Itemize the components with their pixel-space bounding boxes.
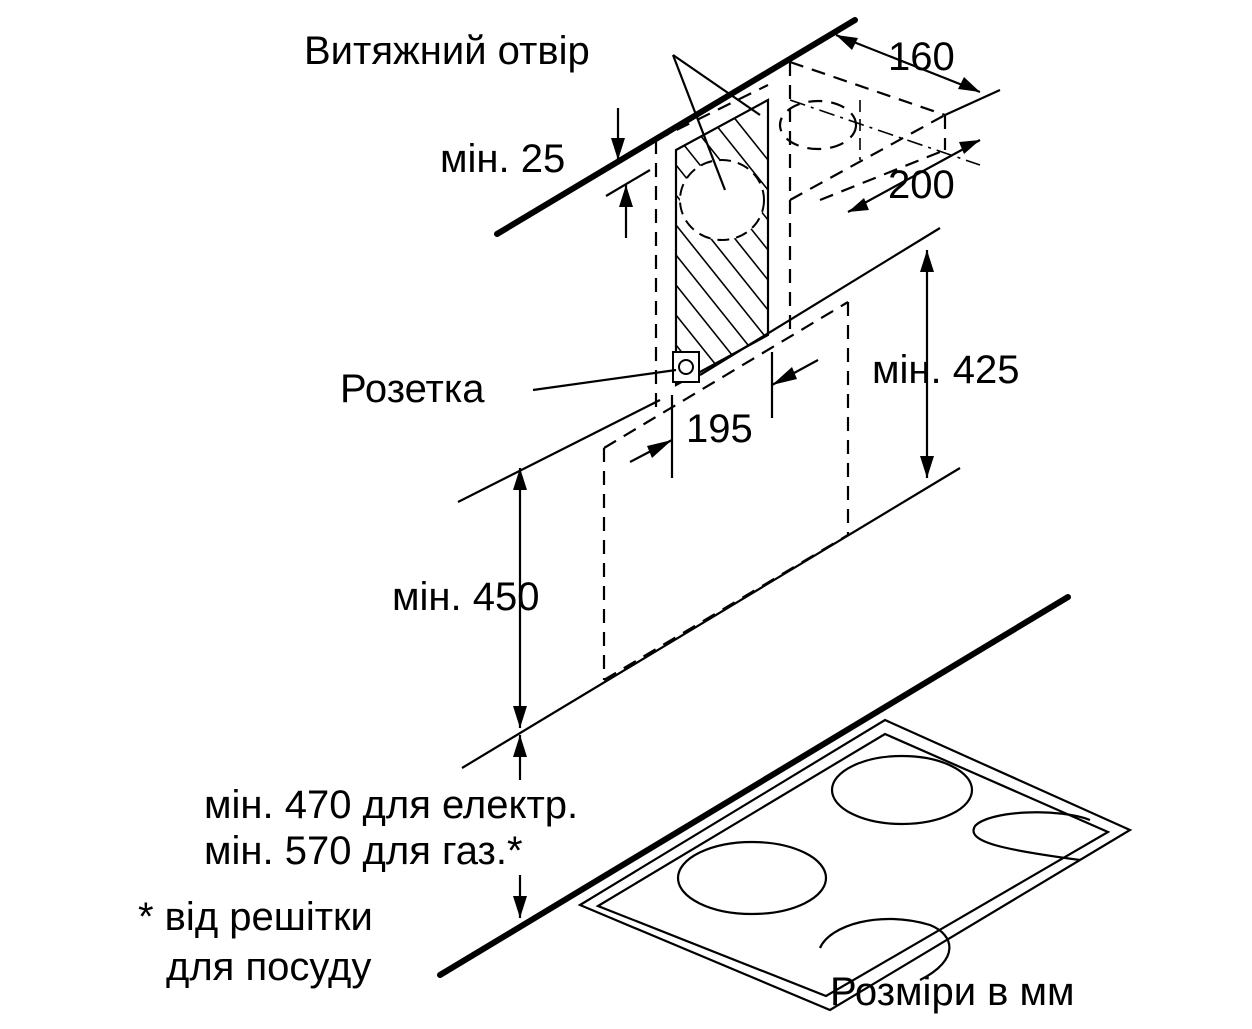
hatched-wall-area — [674, 98, 770, 387]
units-note: Розміри в мм — [830, 970, 1075, 1014]
exhaust-opening-label: Витяжний отвір — [304, 29, 590, 73]
min-470-label: мін. 470 для електр. — [204, 783, 578, 827]
min-25-label: мін. 25 — [440, 137, 565, 181]
socket-icon — [672, 351, 700, 383]
dim-min-470-570: мін. 470 для електр. мін. 570 для газ.* — [204, 735, 578, 918]
hood-bottom-line — [461, 467, 961, 769]
chimney-outline — [654, 84, 792, 410]
burner-1 — [830, 754, 974, 826]
dim-195: 195 — [629, 352, 819, 478]
min-450-label: мін. 450 — [392, 575, 539, 619]
footnote-line-2: для посуду — [166, 945, 371, 989]
ceiling-line — [494, 17, 858, 237]
dim-160-label: 160 — [888, 35, 955, 79]
exhaust-opening-callout: Витяжний отвір — [304, 29, 761, 191]
burner-3 — [972, 811, 1091, 862]
dim-200: 200 — [847, 139, 981, 213]
min-425-label: мін. 425 — [872, 348, 1019, 392]
dim-200-label: 200 — [888, 163, 955, 207]
burner-2 — [676, 840, 828, 916]
dim-min-425: мін. 425 — [872, 250, 1019, 478]
ceiling-duct-box — [778, 60, 981, 202]
socket-label: Розетка — [340, 367, 485, 411]
wall-line — [457, 399, 661, 503]
socket-callout: Розетка — [340, 367, 677, 411]
dim-min-450: мін. 450 — [392, 468, 539, 728]
dim-195-label: 195 — [686, 407, 753, 451]
min-570-label: мін. 570 для газ.* — [204, 829, 523, 873]
cooktop — [577, 718, 1133, 1012]
hob-line — [437, 594, 1071, 978]
footnote-line-1: * від решітки — [138, 895, 373, 939]
dim-160: 160 — [835, 33, 1001, 117]
hood-top-line — [699, 227, 941, 376]
dim-min-25: мін. 25 — [440, 108, 651, 238]
burner-4 — [818, 917, 951, 981]
